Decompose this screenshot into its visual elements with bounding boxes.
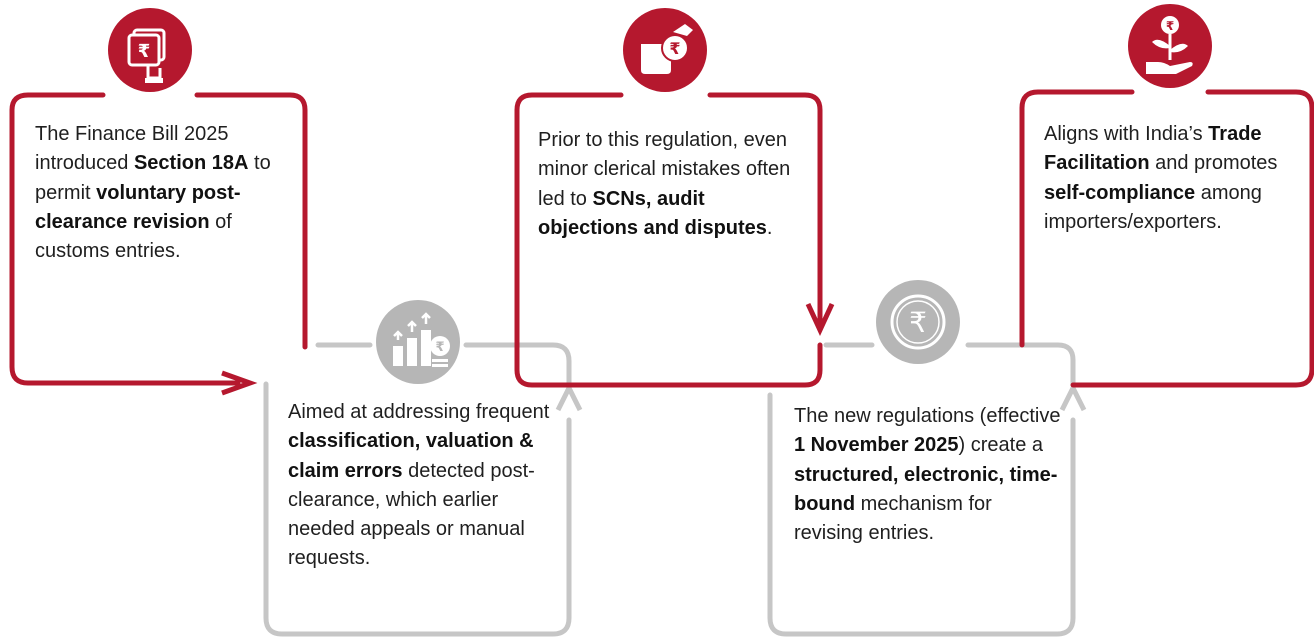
svg-text:₹: ₹ (1166, 19, 1174, 33)
rupee-coin-icon: ₹ (890, 294, 946, 350)
card-3-bottom (563, 342, 823, 388)
body-text: The new regulations (effective (794, 405, 1061, 427)
card-1-frame (9, 92, 308, 386)
body-text: Aligns with India’s (1044, 123, 1209, 145)
step-1-text: The Finance Bill 2025 introduced Section… (35, 120, 297, 266)
card-5-frame (1019, 89, 1314, 388)
body-text: . (766, 216, 773, 239)
highlight-text: Trade Facilitation (1044, 123, 1262, 175)
highlight-text: self-compliance (1044, 181, 1196, 204)
step-3-text: Prior to this regulation, even minor cle… (538, 126, 804, 243)
rupee-hand-icon: ₹ (127, 28, 166, 83)
card-4-arrow (1059, 382, 1087, 412)
body-text: and promotes (1149, 152, 1278, 175)
card-3-frame (514, 92, 823, 388)
highlight-text: Section 18A (133, 152, 249, 175)
card-1-arrow (221, 370, 258, 396)
money-plant-hand-icon: ₹ (1146, 16, 1193, 74)
card-2-arrow (555, 382, 583, 412)
card-3-arrow (805, 302, 835, 336)
svg-text:₹: ₹ (909, 306, 927, 339)
body-text: ) create a (958, 434, 1044, 457)
step-5-text: Aligns with India’s Trade Facilitation a… (1044, 120, 1306, 237)
step-4-text: The new regulations (effective 1 Novembe… (794, 402, 1062, 548)
growth-chart-rupee-icon: ₹ (393, 312, 450, 367)
highlight-text: SCNs, audit objections and disputes (538, 187, 767, 239)
step-3-icon: ₹ (623, 8, 707, 92)
step-1-icon: ₹ (108, 8, 192, 92)
svg-text:₹: ₹ (435, 340, 444, 355)
svg-text:₹: ₹ (138, 41, 151, 62)
highlight-text: voluntary post-clearance revision (35, 181, 241, 233)
body-text: to permit (35, 152, 271, 204)
body-text: among importers/exporters. (1044, 181, 1262, 233)
step-4-icon: ₹ (876, 280, 960, 364)
body-text: Prior to this regulation, even minor cle… (538, 129, 791, 210)
highlight-text: 1 November 2025 (794, 434, 959, 457)
card-2-frame (263, 342, 572, 637)
highlight-text: classification, valuation & claim errors (288, 430, 534, 482)
body-text: The Finance Bill 2025 introduced (35, 123, 229, 175)
card-4-frame (767, 342, 1076, 637)
svg-text:₹: ₹ (669, 39, 680, 58)
body-text: detected post-clearance, which earlier n… (288, 459, 535, 570)
body-text: of customs entries. (35, 210, 232, 263)
body-text: mechanism for revising entries. (794, 492, 992, 545)
body-text: Aimed at addressing frequent (288, 401, 550, 423)
wallet-rupee-coin-icon: ₹ (641, 24, 693, 74)
step-2-icon: ₹ (376, 300, 460, 384)
step-2-text: Aimed at addressing frequent classificat… (288, 398, 564, 574)
highlight-text: structured, electronic, time-bound (794, 463, 1058, 515)
step-5-icon: ₹ (1128, 4, 1212, 88)
